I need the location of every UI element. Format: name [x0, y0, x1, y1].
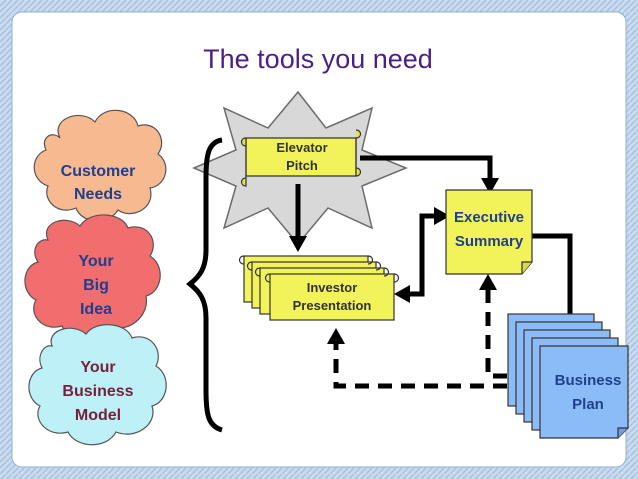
arrow-executive-to-plan — [530, 233, 573, 318]
business-plan-stack: Business Plan — [507, 313, 629, 439]
executive-summary-doc: Executive Summary — [445, 189, 533, 275]
cloud-business-model: Your Business Model — [28, 324, 167, 446]
arrowhead-executive-left — [434, 207, 450, 225]
executive-line1: Executive — [454, 209, 524, 226]
plan-line2: Plan — [572, 396, 604, 413]
cloud-idea-line1: Your — [78, 253, 113, 270]
arrow-elevator-to-executive — [360, 155, 493, 180]
arrowhead-executive-bottom — [479, 274, 497, 290]
cloud-model-line2: Business — [62, 383, 133, 400]
cloud-customer-needs: Customer Needs — [33, 109, 167, 222]
arrowhead-executive-top — [481, 178, 499, 194]
arrowhead-investor-top — [289, 236, 307, 252]
cloud-idea-line2: Big — [83, 277, 109, 294]
dashed-plan-to-investor — [333, 342, 530, 389]
cloud-idea-line3: Idea — [80, 301, 112, 318]
investor-line1: Investor — [307, 280, 358, 295]
cloud-big-idea: Your Big Idea — [24, 214, 161, 341]
investor-presentation-stack: Investor Presentation — [238, 255, 400, 321]
investor-line2: Presentation — [293, 298, 372, 313]
elevator-line1: Elevator — [276, 140, 327, 155]
connectors — [295, 155, 573, 318]
curly-brace — [185, 137, 223, 433]
arrowhead-investor-bottom — [327, 328, 345, 344]
cloud-customer-line2: Needs — [74, 186, 122, 203]
arrowhead-investor-right — [394, 285, 410, 303]
elevator-pitch-scroll: Elevator Pitch — [240, 129, 362, 187]
arrow-investor-executive — [408, 213, 436, 297]
slide-title: The tools you need — [203, 44, 433, 74]
cloud-model-line1: Your — [80, 359, 115, 376]
cloud-customer-line1: Customer — [61, 163, 136, 180]
plan-line1: Business — [555, 372, 622, 389]
elevator-line2: Pitch — [286, 158, 318, 173]
executive-line2: Summary — [455, 233, 524, 250]
cloud-model-line3: Model — [75, 407, 121, 424]
